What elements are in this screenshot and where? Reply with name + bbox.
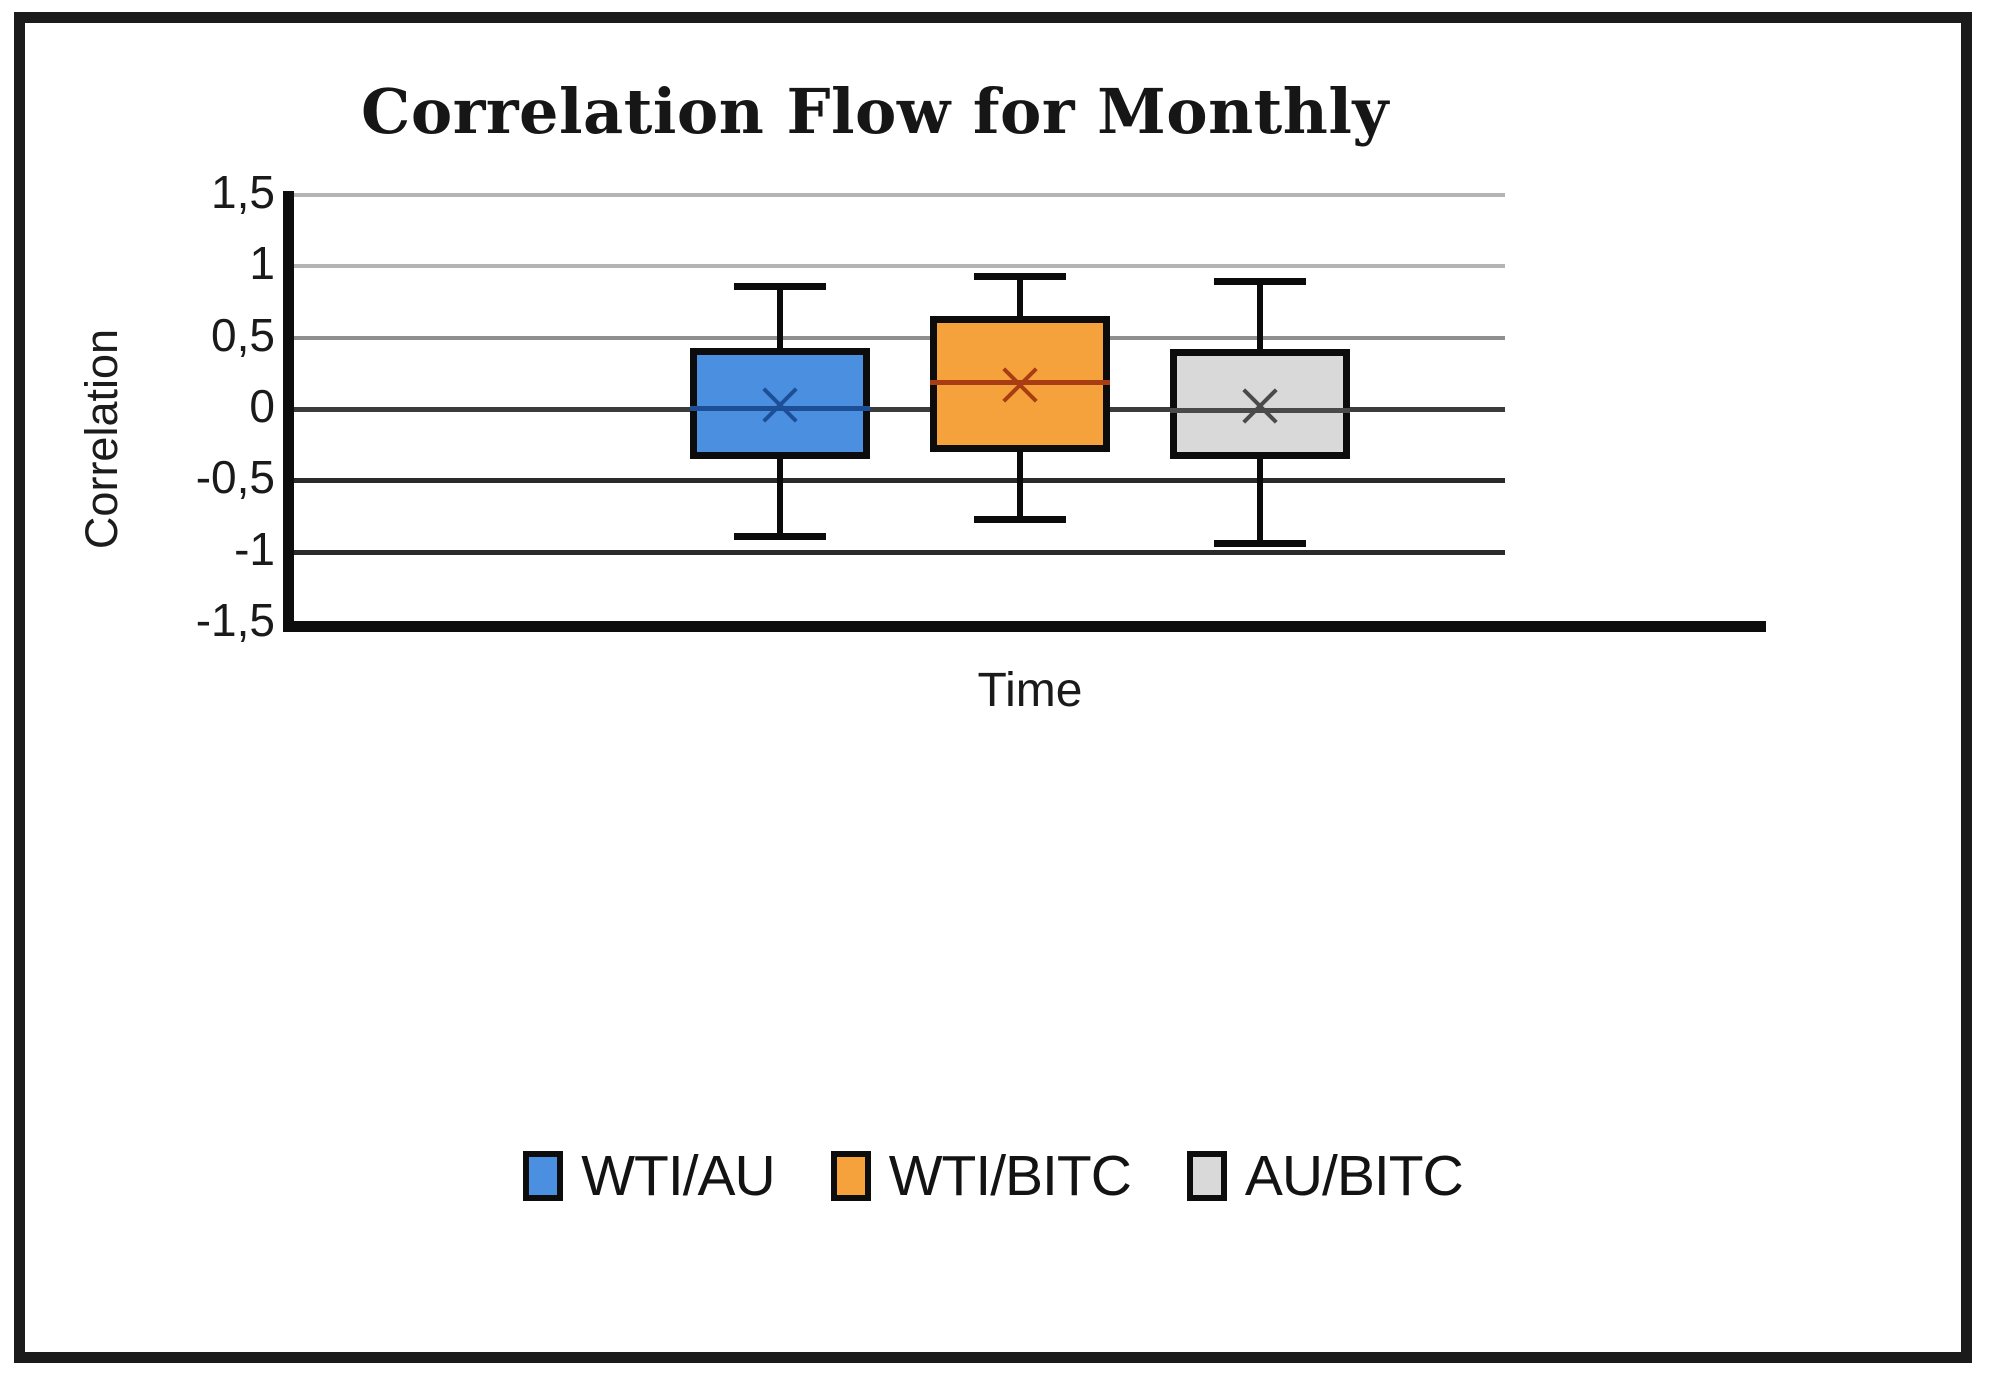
legend-item[interactable]: WTI/AU <box>523 1143 776 1209</box>
frame-border-bottom <box>14 1352 1972 1363</box>
gridline-0_5 <box>290 335 1505 340</box>
legend-swatch-icon <box>1186 1151 1227 1201</box>
chart-legend: WTI/AU WTI/BITC AU/BITC <box>25 1143 1961 1209</box>
whisker-cap-upper <box>734 283 826 291</box>
whisker-cap-upper <box>974 273 1066 281</box>
legend-swatch-icon <box>830 1151 871 1201</box>
gridline--1 <box>290 549 1505 555</box>
y-tick-label: 0 <box>249 380 275 432</box>
frame-border-top <box>14 12 1972 23</box>
y-axis-spine <box>283 191 294 629</box>
gridline-1_5 <box>290 193 1505 197</box>
whisker-cap-lower <box>1214 540 1306 548</box>
whisker-cap-upper <box>1214 277 1306 285</box>
legend-label: WTI/BITC <box>888 1144 1132 1208</box>
gridline-1 <box>290 264 1505 269</box>
whisker-cap-lower <box>974 516 1066 524</box>
whisker-upper <box>1017 273 1023 317</box>
x-axis-title: Time <box>977 664 1083 717</box>
legend-item[interactable]: WTI/BITC <box>830 1143 1132 1209</box>
y-tick-label: 1,5 <box>211 166 275 218</box>
legend-label: AU/BITC <box>1244 1144 1464 1208</box>
box-plot-wti-au[interactable] <box>690 195 870 623</box>
y-axis-tick-labels: 1,5 1 0,5 0 -0,5 -1 -1,5 <box>85 166 275 646</box>
y-tick-label: -1 <box>234 522 275 575</box>
box-plot-au-bitc[interactable] <box>1170 195 1350 623</box>
chart-title: Correlation Flow for Monthly <box>361 75 1389 148</box>
whisker-cap-lower <box>734 533 826 541</box>
whisker-lower <box>1017 451 1023 524</box>
y-tick-label: 1 <box>249 237 275 290</box>
x-axis-spine <box>283 621 1766 632</box>
frame-border-left <box>14 12 25 1363</box>
box-plot-wti-bitc[interactable] <box>930 195 1110 623</box>
whisker-lower <box>1257 458 1263 548</box>
legend-label: WTI/AU <box>581 1144 775 1208</box>
whisker-lower <box>777 458 783 541</box>
y-tick-label: 0,5 <box>211 308 275 361</box>
plot-zone <box>290 193 1505 625</box>
chart-canvas: Correlation Flow for Monthly Correlation… <box>25 23 1961 1352</box>
legend-swatch-icon <box>523 1151 564 1201</box>
y-tick-label: -1,5 <box>195 594 275 646</box>
whisker-upper <box>1257 277 1263 350</box>
legend-item[interactable]: AU/BITC <box>1186 1143 1464 1209</box>
y-tick-label: -0,5 <box>195 451 275 504</box>
plot-area <box>290 193 1505 625</box>
mean-marker-x <box>1237 383 1283 429</box>
gridline--0_5 <box>290 478 1505 484</box>
gridline-0 <box>290 407 1505 412</box>
mean-marker-x <box>757 382 803 428</box>
median-line <box>1170 407 1350 413</box>
whisker-upper <box>777 283 783 348</box>
mean-marker-x <box>997 362 1043 408</box>
frame-border-right <box>1961 12 1972 1363</box>
